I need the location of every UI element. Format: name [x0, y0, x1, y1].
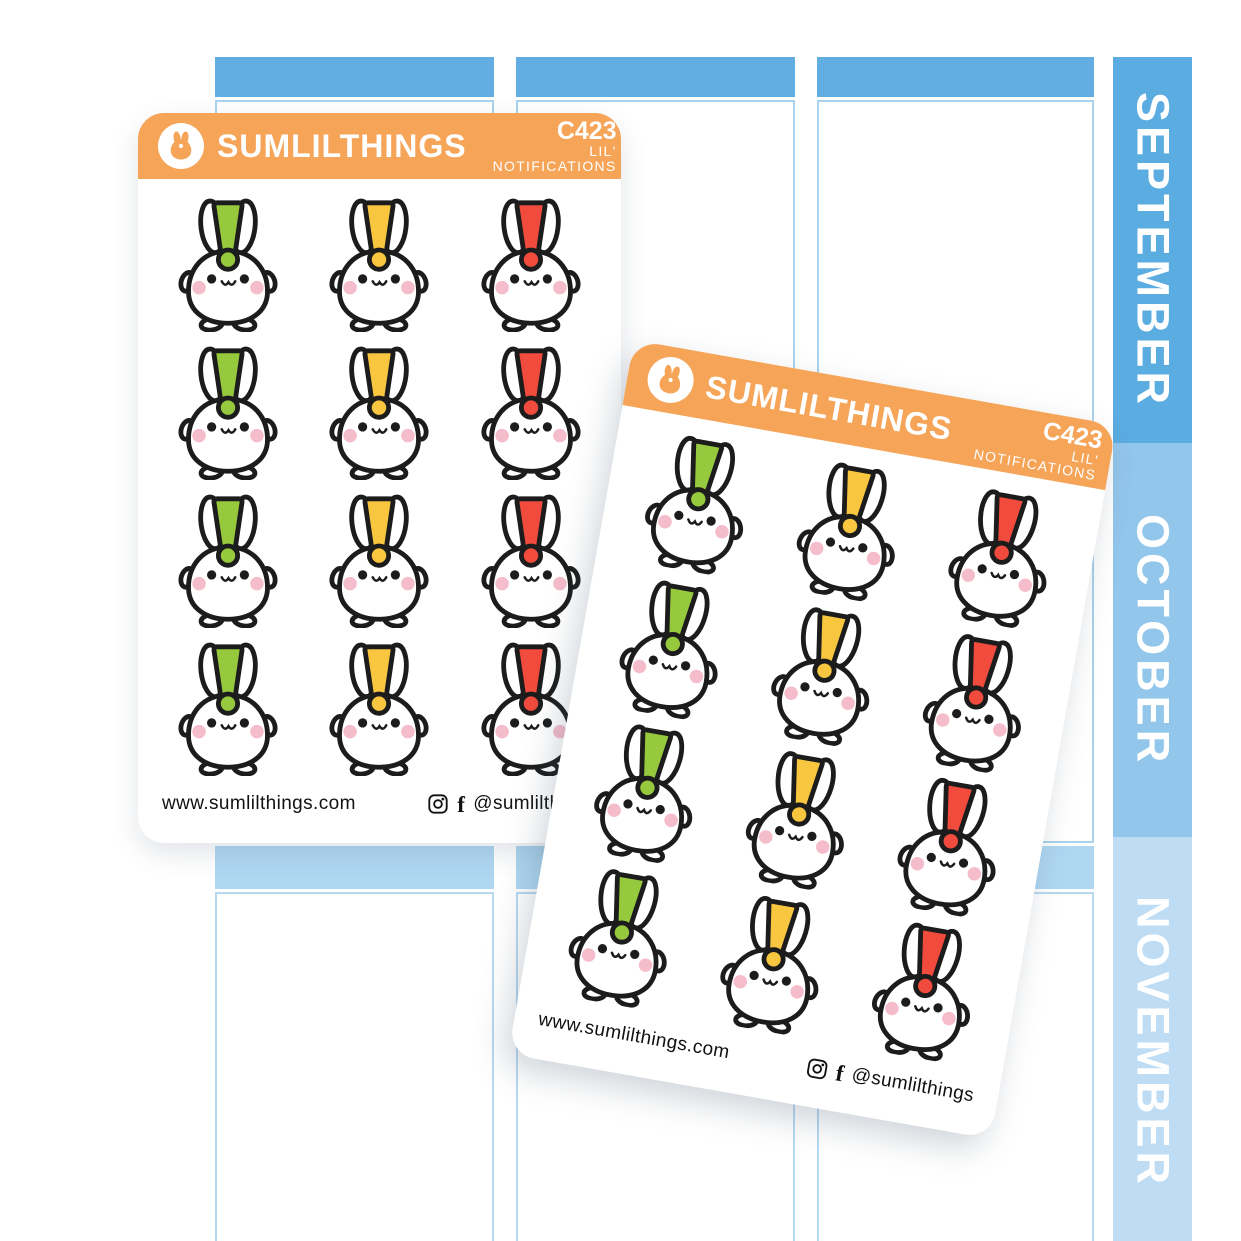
brand-logo [643, 353, 698, 407]
notification-bunny-icon [645, 435, 744, 575]
planner-box-header [817, 57, 1094, 97]
tab-november: NOVEMBER [1113, 837, 1192, 1241]
bunny-sticker-yellow [326, 639, 432, 776]
social-line: f @sumlilthings [805, 1056, 976, 1108]
bunny-sticker-red [937, 480, 1065, 633]
tab-november-label: NOVEMBER [1127, 895, 1179, 1189]
bunny-sticker-green [557, 860, 685, 1013]
bunny-sticker-yellow [785, 453, 913, 606]
planner-box-header [215, 846, 494, 889]
product-code: C423 [556, 117, 617, 146]
notification-bunny-icon [329, 346, 430, 480]
notification-bunny-icon [619, 580, 718, 719]
bunny-sticker-red [478, 343, 584, 480]
notification-bunny-icon [329, 494, 430, 628]
sheet-header: SUMLILTHINGS C423 LIL' NOTIFICATIONS [138, 113, 621, 179]
brand-name: SUMLILTHINGS [217, 127, 467, 164]
bunny-sticker-yellow [326, 195, 432, 332]
notification-bunny-icon [922, 633, 1021, 773]
bunny-sticker-yellow [734, 742, 862, 895]
sticker-sheet-back: SUMLILTHINGS C423 LIL' NOTIFICATIONS [138, 113, 621, 843]
bunny-sticker-green [175, 639, 281, 776]
instagram-icon [807, 1058, 828, 1080]
notification-bunny-icon [481, 346, 581, 480]
facebook-icon: f [457, 791, 466, 817]
notification-bunny-icon [594, 724, 693, 864]
tab-september: SEPTEMBER [1113, 57, 1192, 443]
planner-box-bottom-1 [215, 846, 494, 1241]
notification-bunny-icon [481, 198, 581, 332]
notification-bunny-icon [771, 607, 870, 746]
sticker-grid [138, 179, 621, 781]
bunny-sticker-red [478, 491, 584, 628]
notification-bunny-icon [329, 642, 430, 776]
planner-box-header [215, 57, 494, 97]
planner-box-body [215, 892, 494, 1241]
bunny-sticker-yellow [709, 887, 837, 1040]
bunny-sticker-green [175, 491, 281, 628]
instagram-icon [428, 794, 448, 814]
notification-bunny-icon [796, 462, 895, 602]
facebook-icon: f [833, 1059, 847, 1086]
notification-bunny-icon [329, 198, 430, 332]
planner-box-header [516, 57, 795, 97]
bunny-sticker-green [608, 571, 736, 724]
notification-bunny-icon [481, 494, 581, 628]
bunny-logo-icon [659, 364, 681, 394]
sticker-grid [519, 405, 1105, 1078]
bunny-sticker-green [583, 715, 711, 868]
sticker-sheet-front: SUMLILTHINGS C423 LIL' NOTIFICATIONS [508, 340, 1117, 1140]
notification-bunny-icon [897, 778, 996, 917]
notification-bunny-icon [568, 869, 667, 1008]
social-handle: @sumlilthings [850, 1064, 976, 1107]
notification-bunny-icon [745, 751, 844, 891]
product-code-block: C423 LIL' NOTIFICATIONS [493, 118, 617, 174]
notification-bunny-icon [720, 896, 819, 1035]
bunny-sticker-yellow [760, 598, 888, 751]
product-title: LIL' NOTIFICATIONS [492, 143, 617, 175]
bunny-sticker-red [478, 195, 584, 332]
sheet-header: SUMLILTHINGS C423 LIL' NOTIFICATIONS [622, 340, 1117, 491]
bunny-logo-icon [170, 131, 192, 160]
tab-october: OCTOBER [1113, 443, 1192, 837]
bunny-sticker-green [634, 426, 762, 579]
bunny-sticker-red [860, 913, 988, 1066]
brand-logo [158, 123, 204, 169]
bunny-sticker-yellow [326, 343, 432, 480]
bunny-sticker-red [886, 769, 1014, 922]
website-url: www.sumlilthings.com [162, 793, 356, 814]
bunny-sticker-yellow [326, 491, 432, 628]
notification-bunny-icon [178, 642, 278, 776]
notification-bunny-icon [178, 494, 278, 628]
bunny-sticker-green [175, 343, 281, 480]
bunny-sticker-red [911, 624, 1039, 777]
notification-bunny-icon [948, 489, 1047, 628]
bunny-sticker-green [175, 195, 281, 332]
notification-bunny-icon [871, 922, 970, 1062]
tab-october-label: OCTOBER [1127, 513, 1179, 767]
sheet-footer: www.sumlilthings.com f @sumlilthings [508, 993, 1001, 1139]
tab-september-label: SEPTEMBER [1127, 91, 1179, 409]
notification-bunny-icon [178, 198, 278, 332]
notification-bunny-icon [178, 346, 278, 480]
